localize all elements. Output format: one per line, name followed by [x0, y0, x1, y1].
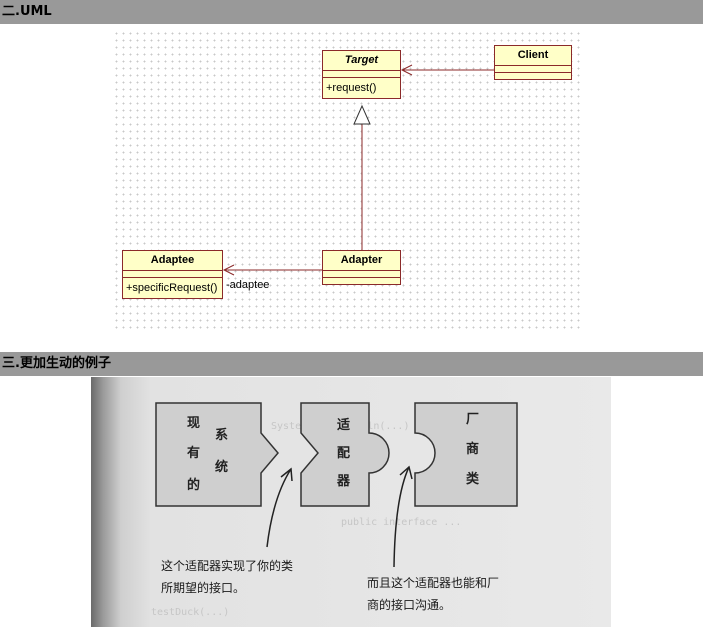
- svg-text:系: 系: [215, 427, 228, 443]
- puzzle-pieces: 现 有 的 系 统 适 配 器 厂 商 类: [155, 402, 518, 568]
- class-attributes: [323, 271, 400, 278]
- svg-text:配: 配: [337, 446, 350, 461]
- svg-text:类: 类: [466, 471, 480, 487]
- svg-text:厂: 厂: [466, 412, 479, 427]
- left-handwritten-note: 这个适配器实现了你的类 所期望的接口。: [161, 559, 294, 595]
- svg-text:统: 统: [215, 459, 228, 475]
- association-arrowhead: [400, 64, 413, 76]
- class-operation: +request(): [326, 82, 377, 94]
- faded-background-print: public interface ...: [341, 517, 462, 528]
- class-operation: +specificRequest(): [126, 282, 218, 294]
- svg-text:现: 现: [187, 416, 200, 431]
- adapter-piece: [300, 402, 390, 507]
- existing-system-piece: [155, 402, 279, 507]
- right-note-arrow: [393, 466, 410, 568]
- target-class: Target +request(): [322, 50, 401, 99]
- class-name: Adapter: [323, 251, 400, 271]
- svg-text:的: 的: [187, 477, 200, 493]
- svg-text:有: 有: [187, 445, 200, 461]
- existing-system-label: 现 有 的 系 统: [187, 416, 228, 493]
- class-operations: [495, 73, 571, 79]
- class-name: Adaptee: [123, 251, 222, 271]
- class-attributes: [323, 71, 400, 78]
- svg-text:适: 适: [337, 417, 350, 433]
- svg-text:器: 器: [336, 474, 351, 489]
- class-attributes: [495, 66, 571, 73]
- class-name: Target: [323, 51, 400, 71]
- adapter-label: 适 配 器: [336, 417, 351, 489]
- class-operations: [323, 278, 400, 284]
- client-class: Client: [494, 45, 572, 80]
- svg-text:商: 商: [466, 441, 479, 457]
- class-name: Client: [495, 46, 571, 66]
- adaptee-class: Adaptee +specificRequest(): [122, 250, 223, 299]
- adapter-analogy-illustration: System.out.println(...) public interface…: [91, 377, 611, 627]
- generalization-triangle: [353, 104, 371, 125]
- association-role-label: -adaptee: [226, 279, 270, 291]
- uml-relationship-lines: [222, 64, 494, 276]
- left-note-arrow: [266, 468, 292, 548]
- faded-background-print: testDuck(...): [151, 607, 230, 618]
- right-handwritten-note: 而且这个适配器也能和厂 商的接口沟通。: [367, 576, 500, 612]
- left-note-arrowhead: [280, 467, 293, 482]
- adapter-class: Adapter: [322, 250, 401, 285]
- uml-section-header: 二.UML: [0, 0, 703, 24]
- uml-class-diagram: Target +request() Client Adaptee +specif…: [113, 30, 583, 330]
- class-attributes: [123, 271, 222, 278]
- vendor-class-label: 厂 商 类: [466, 412, 480, 487]
- right-note-arrowhead: [399, 465, 413, 480]
- example-section-header: 三.更加生动的例子: [0, 352, 703, 376]
- association-arrowhead: [222, 264, 235, 276]
- vendor-class-piece: [414, 402, 518, 507]
